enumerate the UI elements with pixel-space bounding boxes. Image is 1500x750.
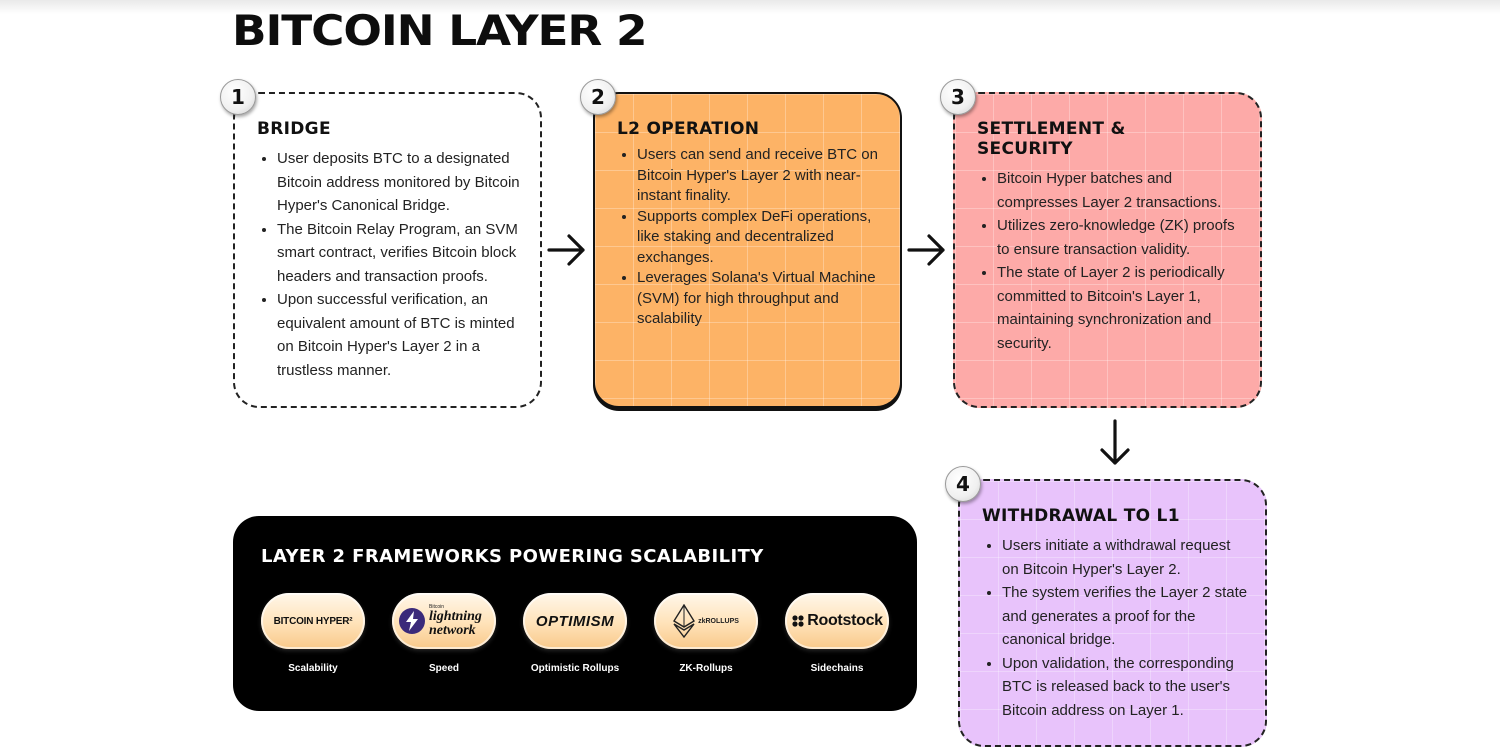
arrow-right-icon: [547, 234, 585, 266]
list-item: Upon successful verification, an equival…: [277, 288, 524, 382]
step-number-badge: 2: [580, 79, 616, 115]
step-card-l2-operation: L2 OPERATION Users can send and receive …: [593, 92, 902, 408]
step-number-badge: 4: [945, 466, 981, 502]
framework-label: ZK-Rollups: [679, 663, 733, 674]
step-bullets: Users initiate a withdrawal request on B…: [982, 534, 1249, 722]
step-card-settlement-security: SETTLEMENT & SECURITY Bitcoin Hyper batc…: [953, 92, 1262, 408]
framework-item: OPTIMISM Optimistic Rollups: [522, 593, 628, 674]
list-item: Utilizes zero-knowledge (ZK) proofs to e…: [997, 214, 1244, 261]
zkrollups-logo: zkROLLUPS: [654, 593, 758, 649]
rootstock-mark-icon: [792, 615, 804, 627]
frameworks-panel: LAYER 2 FRAMEWORKS POWERING SCALABILITY …: [233, 516, 917, 711]
optimism-logo: OPTIMISM: [523, 593, 627, 649]
framework-label: Speed: [428, 663, 459, 674]
list-item: User deposits BTC to a designated Bitcoi…: [277, 147, 524, 218]
framework-item: Rootstock Sidechains: [784, 593, 890, 674]
arrow-right-icon: [907, 234, 945, 266]
step-bullets: Bitcoin Hyper batches and compresses Lay…: [977, 167, 1244, 355]
step-title: BRIDGE: [257, 119, 331, 139]
list-item: Supports complex DeFi operations, like s…: [637, 207, 884, 269]
step-bullets: User deposits BTC to a designated Bitcoi…: [257, 147, 524, 382]
step-card-withdrawal: WITHDRAWAL TO L1 Users initiate a withdr…: [958, 479, 1267, 747]
list-item: The state of Layer 2 is periodically com…: [997, 261, 1244, 355]
lightning-network-logo: Bitcoin lightning network: [392, 593, 496, 649]
bitcoin-hyper-logo: BITCOIN HYPER²: [261, 593, 365, 649]
framework-label: Optimistic Rollups: [530, 663, 620, 674]
step-number-badge: 1: [220, 79, 256, 115]
framework-item: Bitcoin lightning network Speed: [391, 593, 497, 674]
list-item: Leverages Solana's Virtual Machine (SVM)…: [637, 268, 884, 330]
frameworks-title: LAYER 2 FRAMEWORKS POWERING SCALABILITY: [261, 546, 764, 567]
step-title: WITHDRAWAL TO L1: [982, 506, 1180, 526]
framework-label: Sidechains: [810, 663, 864, 674]
list-item: Bitcoin Hyper batches and compresses Lay…: [997, 167, 1244, 214]
lightning-bolt-icon: [399, 608, 425, 634]
step-title: SETTLEMENT & SECURITY: [977, 119, 1126, 159]
rootstock-logo: Rootstock: [785, 593, 889, 649]
page-title: BITCOIN LAYER 2: [232, 6, 648, 55]
ethereum-diamond-icon: [673, 604, 696, 638]
list-item: Users initiate a withdrawal request on B…: [1002, 534, 1249, 581]
list-item: Users can send and receive BTC on Bitcoi…: [637, 145, 884, 207]
framework-label: Scalability: [288, 663, 338, 674]
framework-item: zkROLLUPS ZK-Rollups: [653, 593, 759, 674]
step-number-badge: 3: [940, 79, 976, 115]
step-title: L2 OPERATION: [617, 119, 760, 139]
framework-item: BITCOIN HYPER² Scalability: [260, 593, 366, 674]
list-item: Upon validation, the corresponding BTC i…: [1002, 652, 1249, 723]
list-item: The system verifies the Layer 2 state an…: [1002, 581, 1249, 652]
step-card-bridge: BRIDGE User deposits BTC to a designated…: [233, 92, 542, 408]
arrow-down-icon: [1100, 419, 1130, 465]
step-bullets: Users can send and receive BTC on Bitcoi…: [617, 145, 884, 330]
list-item: The Bitcoin Relay Program, an SVM smart …: [277, 218, 524, 289]
top-shadow: [0, 0, 1500, 14]
